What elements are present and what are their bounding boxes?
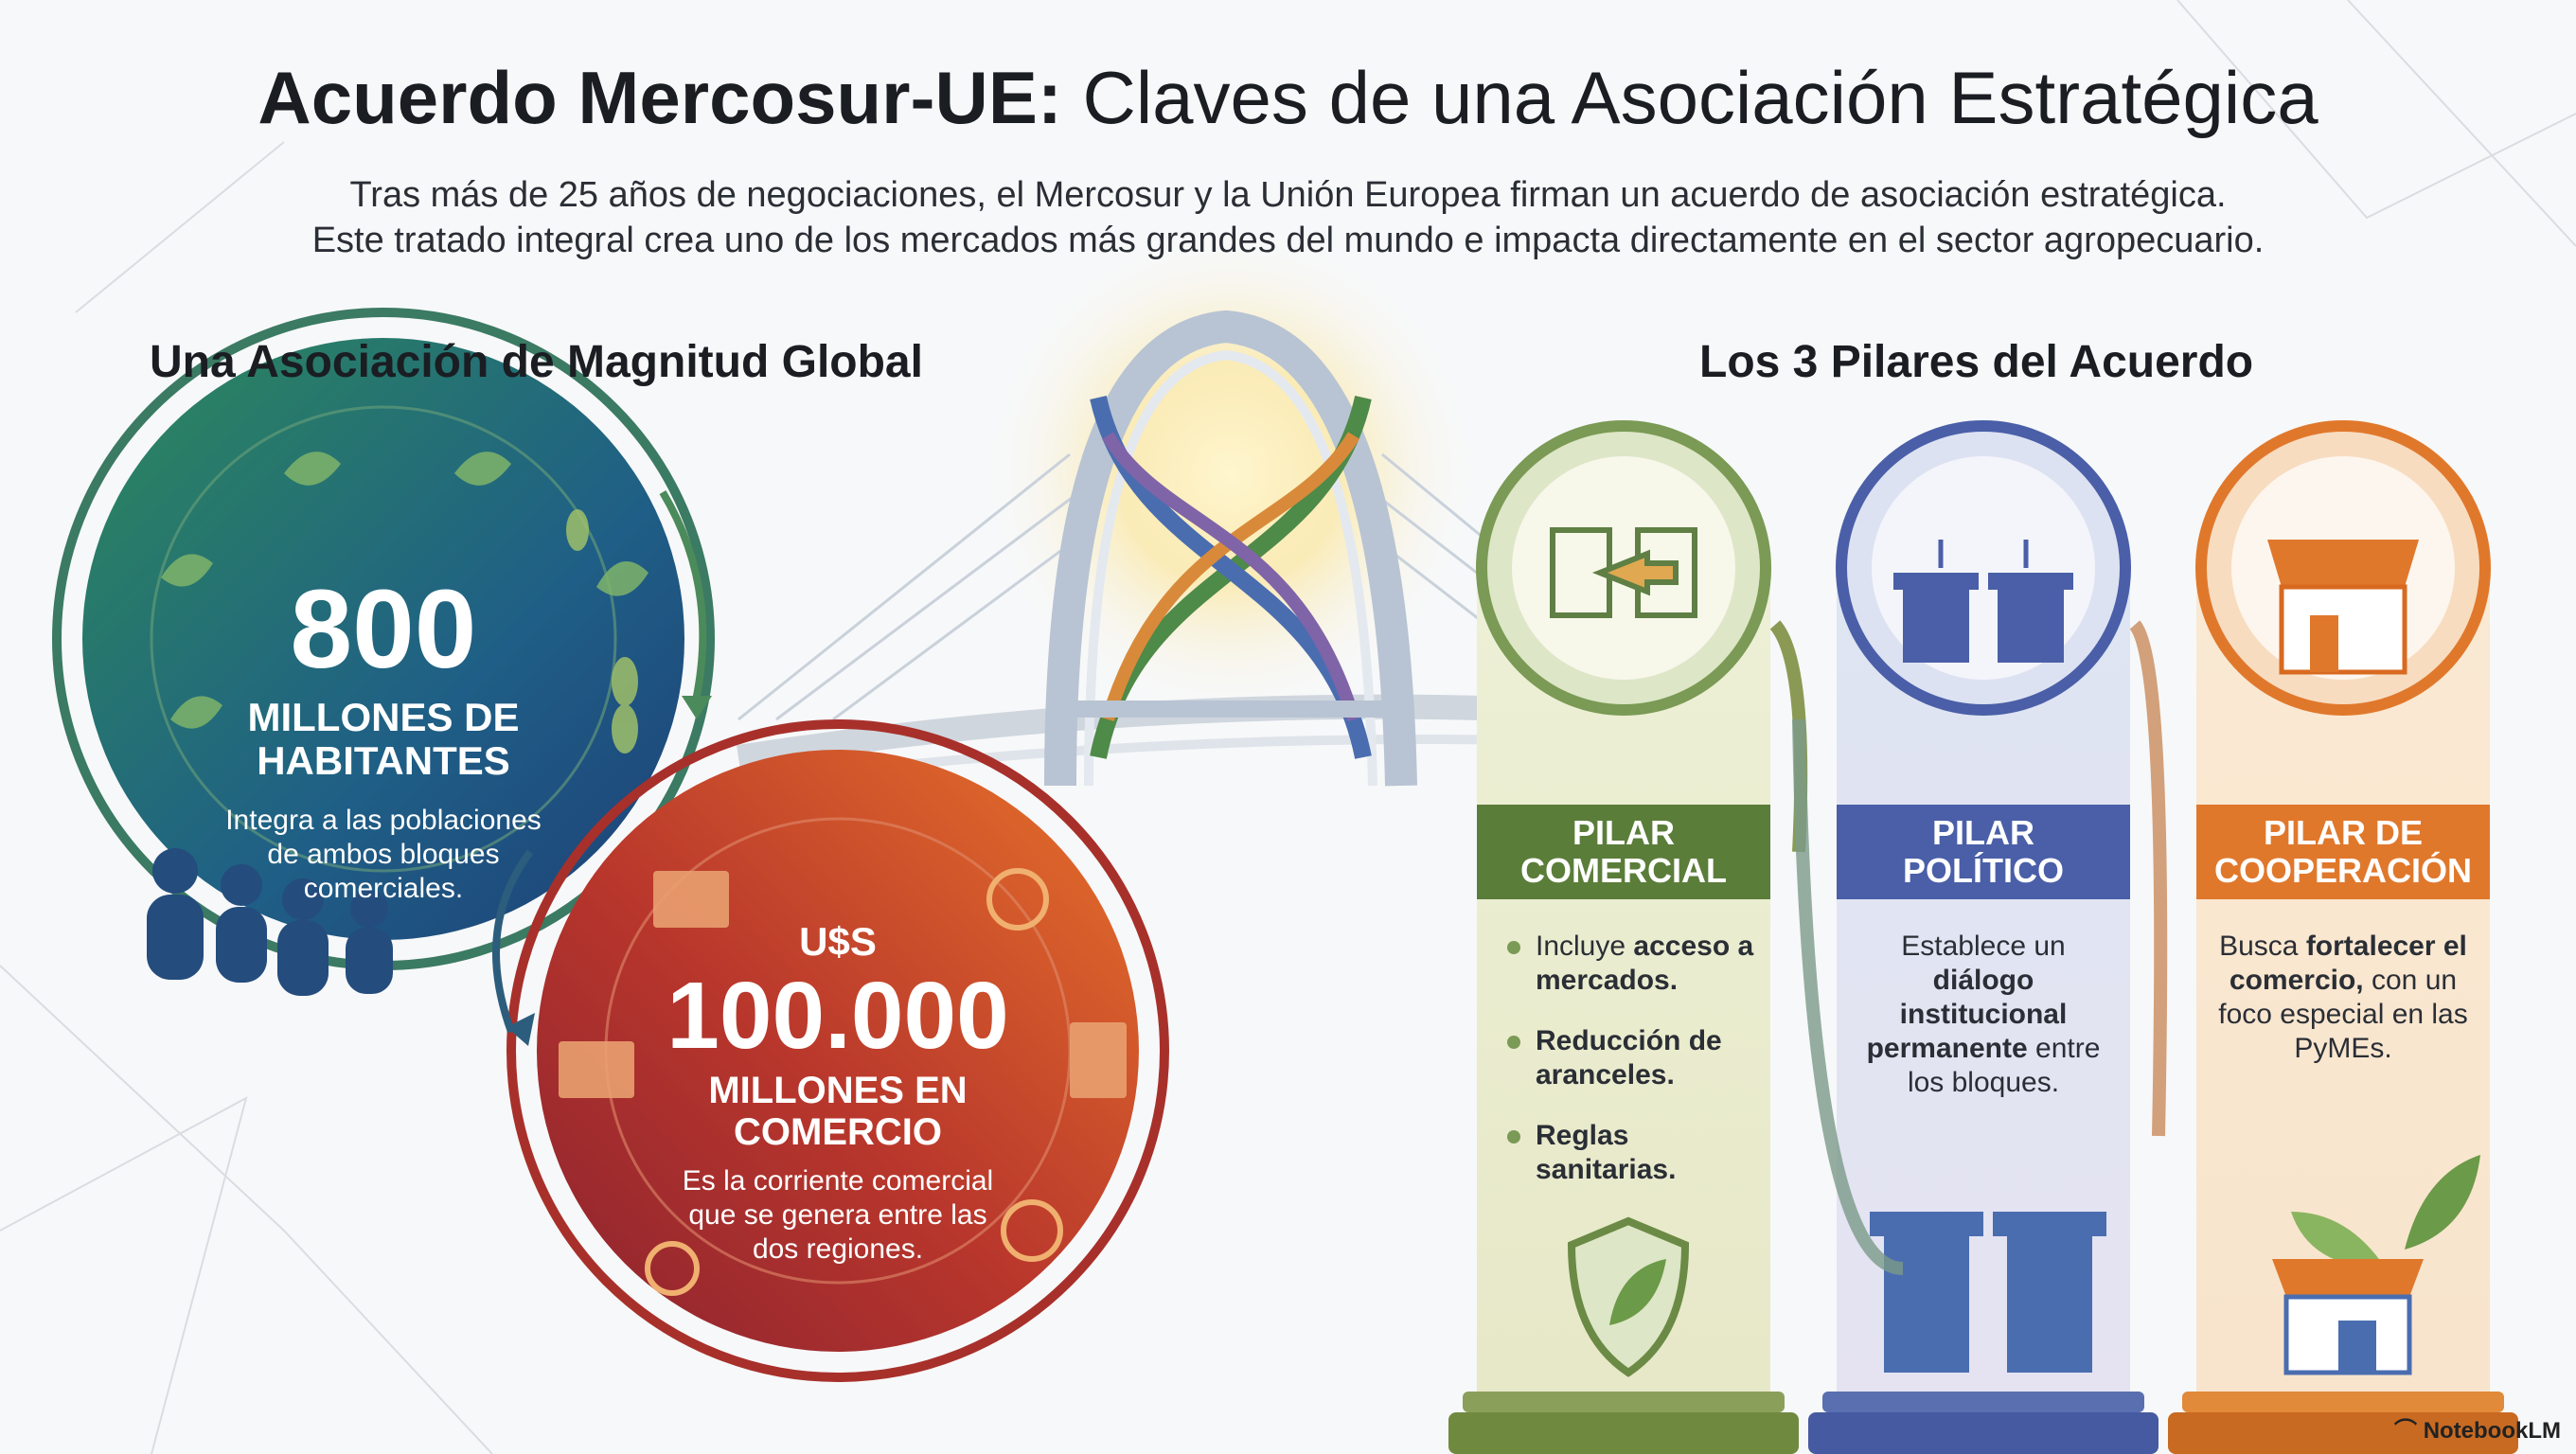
dollar-icon — [645, 868, 1063, 1296]
body-bold: fortalecer el comercio, — [2229, 931, 2467, 996]
title-bold: Acuerdo Mercosur-UE: — [258, 56, 1062, 139]
pillar-cooperation-label: PILAR DE COOPERACIÓN — [2196, 814, 2490, 890]
body-text: con un foco especial en las PyMEs. — [2218, 965, 2468, 1064]
body-bold: diálogo institucional permanente — [1866, 965, 2068, 1064]
pillar-cooperation-body: Busca fortalecer el comercio, con un foc… — [2215, 930, 2471, 1066]
container-icon — [559, 871, 1127, 1098]
left-section-heading: Una Asociación de Magnitud Global — [150, 337, 923, 387]
stat-population-desc-3: comerciales. — [303, 873, 464, 904]
pillar-political-label-2: POLÍTICO — [1903, 851, 2064, 890]
pillar-commercial-label: PILAR COMERCIAL — [1477, 814, 1770, 890]
pillar-political-body: Establece un diálogo institucional perma… — [1851, 930, 2116, 1100]
pillar-commercial-body: Incluye acceso a mercados. Reducción de … — [1505, 930, 1761, 1214]
body-text: Busca — [2219, 931, 2306, 962]
gate-arrow-icon — [1550, 527, 1697, 618]
wheat-icon — [566, 509, 638, 754]
bullet-text: Incluye — [1536, 931, 1634, 962]
stat-trade-desc-3: dos regiones. — [752, 1233, 924, 1265]
stat-trade: U$S 100.000 MILLONES EN COMERCIO Es la c… — [615, 918, 1060, 1267]
logo-icon: ⌒ — [2394, 1418, 2424, 1444]
page-subtitle: Tras más de 25 años de negociaciones, el… — [0, 172, 2576, 263]
list-item: Reducción de aranceles. — [1505, 1024, 1761, 1092]
bullet-bold: Reglas sanitarias. — [1536, 1120, 1677, 1185]
brand-name: NotebookLM — [2423, 1418, 2561, 1444]
stat-population-label-1: MILLONES DE — [247, 695, 520, 739]
stat-trade-number: 100.000 — [666, 963, 1009, 1069]
stat-population-desc-1: Integra a las poblaciones — [225, 805, 542, 836]
podium-icon — [1893, 540, 2073, 663]
storefront-icon — [2272, 1259, 2424, 1375]
bullet-bold: acceso a mercados. — [1536, 931, 1754, 996]
bullet-bold: Reducción de aranceles. — [1536, 1025, 1722, 1090]
stat-population-label-2: HABITANTES — [257, 738, 510, 783]
body-text: entre los bloques. — [1907, 1033, 2101, 1098]
stat-population: 800 MILLONES DE HABITANTES Integra a las… — [170, 573, 596, 906]
right-section-heading: Los 3 Pilares del Acuerdo — [1699, 337, 2254, 387]
podium-icon — [1870, 1212, 2106, 1373]
stat-trade-label-2: COMERCIO — [734, 1111, 942, 1153]
stat-population-desc-2: de ambos bloques — [267, 839, 500, 870]
pillar-cooperation-label-2: COOPERACIÓN — [2213, 851, 2473, 890]
stat-trade-desc-2: que se genera entre las — [688, 1199, 987, 1231]
stat-trade-currency: U$S — [799, 919, 877, 964]
leaf-icon — [161, 452, 648, 729]
page-title: Acuerdo Mercosur-UE: Claves de una Asoci… — [0, 52, 2576, 143]
list-item: Reglas sanitarias. — [1505, 1119, 1761, 1187]
pillar-commercial-label-2: COMERCIAL — [1520, 851, 1727, 890]
subtitle-line-2: Este tratado integral crea uno de los me… — [311, 221, 2265, 260]
pillar-cooperation-label-1: PILAR DE — [2263, 813, 2423, 852]
shield-leaf-icon — [1567, 1216, 1690, 1377]
plant-icon — [2291, 1155, 2480, 1268]
storefront-icon — [2267, 540, 2419, 675]
title-light: Claves de una Asociación Estratégica — [1082, 56, 2318, 139]
pillar-political-label-1: PILAR — [1932, 813, 2034, 852]
stat-population-number: 800 — [290, 567, 477, 692]
subtitle-line-1: Tras más de 25 años de negociaciones, el… — [349, 175, 2227, 215]
body-text: Establece un — [1901, 931, 2066, 962]
pillar-political-label: PILAR POLÍTICO — [1837, 814, 2130, 890]
people-icon — [147, 848, 393, 996]
list-item: Incluye acceso a mercados. — [1505, 930, 1761, 998]
stat-trade-desc-1: Es la corriente comercial — [682, 1165, 994, 1197]
brand-logo: ⌒ NotebookLM — [2394, 1411, 2561, 1445]
pillar-commercial-label-1: PILAR — [1572, 813, 1675, 852]
stat-trade-label-1: MILLONES EN — [708, 1070, 968, 1111]
